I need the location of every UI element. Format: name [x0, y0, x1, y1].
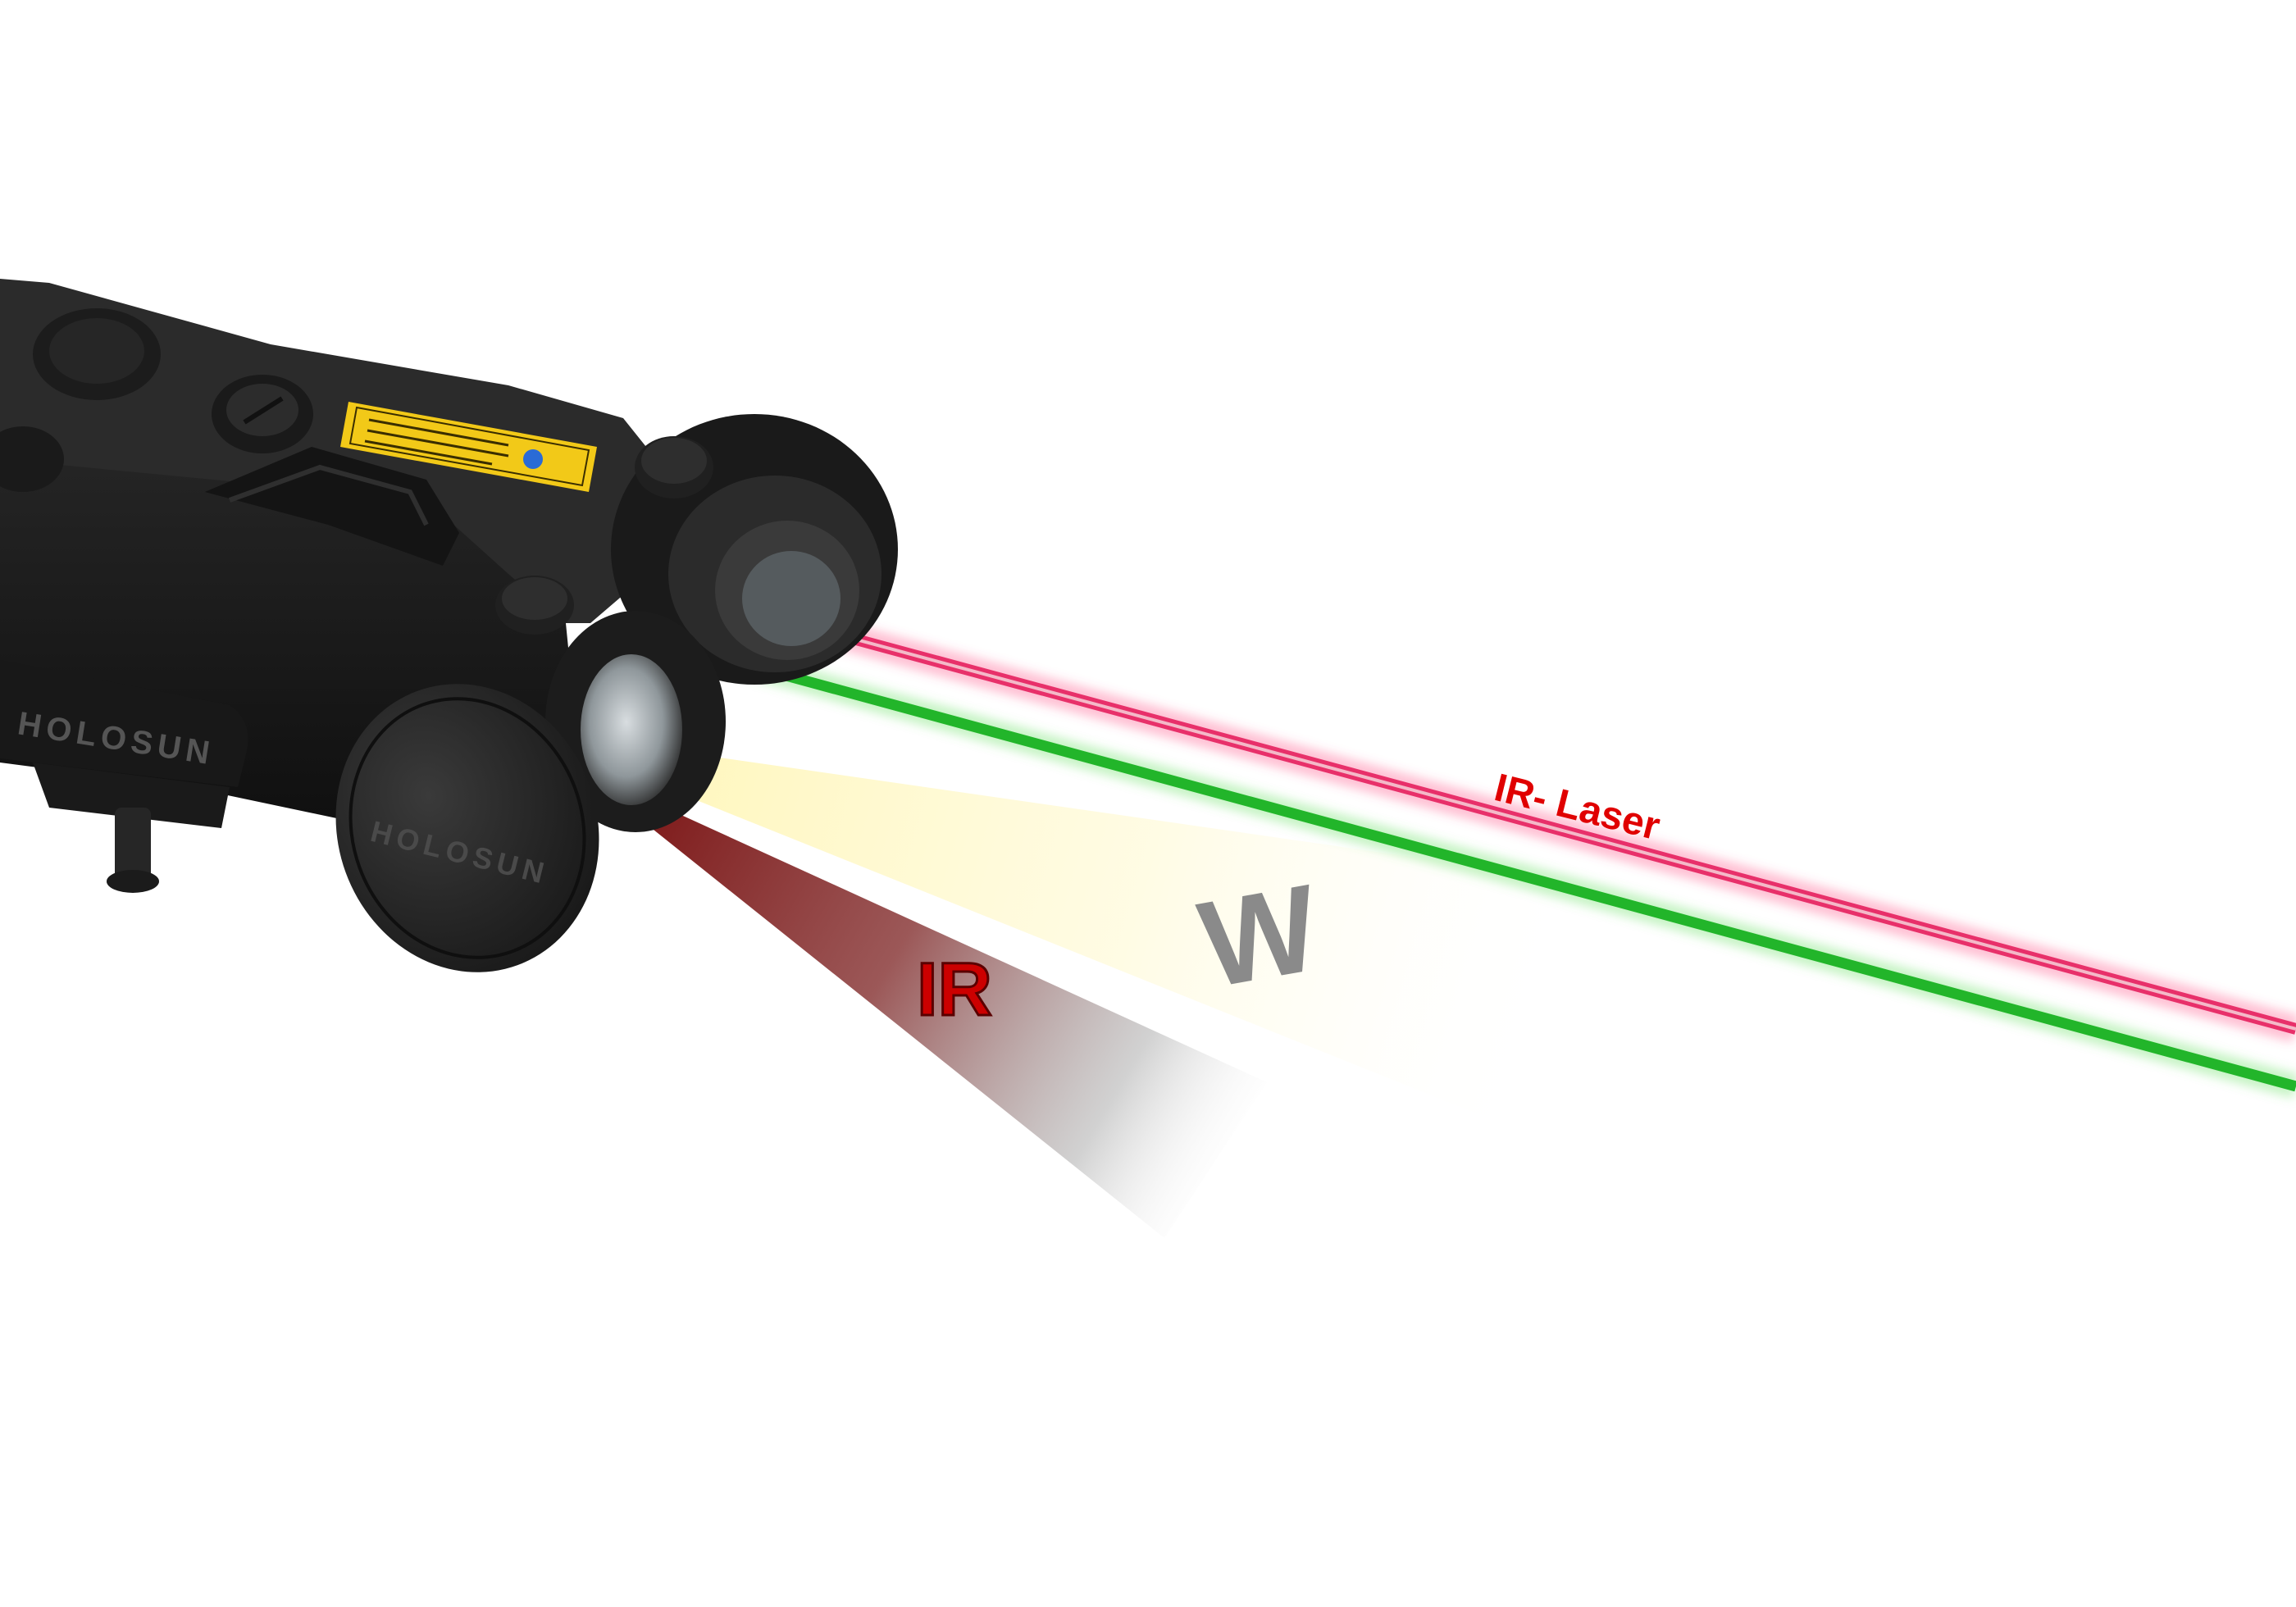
mount-screw	[115, 808, 151, 881]
paddle-switch	[205, 447, 459, 566]
ir-illuminator-cone	[599, 777, 1267, 1238]
illuminator-lens	[581, 654, 682, 805]
side-button	[0, 426, 64, 492]
side-brand-plate	[0, 660, 248, 787]
laser-emitter	[611, 414, 898, 685]
mount-screw-head	[107, 870, 159, 893]
lens-cap: HOLOSUN	[335, 684, 599, 972]
visible-laser-beam	[735, 650, 2296, 1099]
white-light-label: W	[1190, 858, 1328, 1013]
laser-device: HOLOSUN	[0, 279, 898, 972]
illuminator	[495, 576, 726, 832]
infrared-label: IR	[917, 948, 992, 1031]
white-light-cone	[611, 742, 1583, 1140]
ir-laser-beam	[746, 597, 2296, 1043]
laser-warning-label	[340, 402, 597, 492]
device-rail-mount	[33, 763, 230, 828]
